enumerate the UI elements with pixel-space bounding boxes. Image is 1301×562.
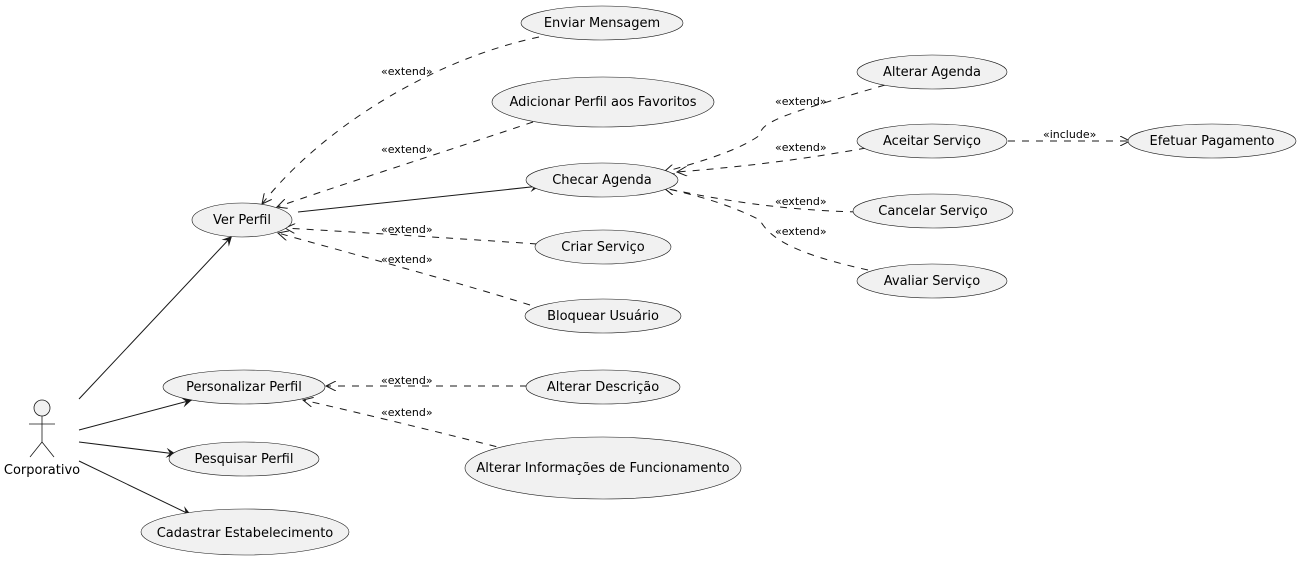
use-case-label: Bloquear Usuário <box>547 309 659 324</box>
label-extend-criar-servico: «extend» <box>381 223 433 236</box>
use-case-label: Personalizar Perfil <box>186 380 302 395</box>
use-case-personalizar-perfil[interactable]: Personalizar Perfil <box>162 369 326 405</box>
assoc-actor-personalizar-perfil <box>78 397 193 431</box>
extend-cancelar-servico <box>664 188 858 213</box>
use-case-label: Alterar Informações de Funcionamento <box>476 461 729 476</box>
assoc-ver-perfil-checar-agenda <box>297 182 541 213</box>
use-case-bloquear-usuario[interactable]: Bloquear Usuário <box>524 298 682 334</box>
extend-adicionar-favoritos <box>277 121 534 207</box>
use-case-efetuar-pagamento[interactable]: Efetuar Pagamento <box>1127 123 1297 159</box>
label-include-efetuar-pagamento: «include» <box>1043 128 1096 141</box>
stereotype-labels: «extend» «extend» «extend» «extend» «ext… <box>381 65 1096 419</box>
label-extend-avaliar-servico: «extend» <box>775 225 827 238</box>
use-case-label: Alterar Agenda <box>883 65 981 80</box>
use-case-label: Cadastrar Estabelecimento <box>157 526 334 541</box>
extend-enviar-mensagem <box>262 36 540 204</box>
extend-bloquear-usuario <box>278 233 531 306</box>
label-extend-adicionar-favoritos: «extend» <box>381 143 433 156</box>
label-extend-alterar-informacoes: «extend» <box>381 406 433 419</box>
use-case-alterar-informacoes[interactable]: Alterar Informações de Funcionamento <box>464 436 742 500</box>
use-case-label: Alterar Descrição <box>547 380 659 395</box>
use-case-avaliar-servico[interactable]: Avaliar Serviço <box>856 263 1008 299</box>
extend-aceitar-servico <box>677 147 867 172</box>
use-case-adicionar-favoritos[interactable]: Adicionar Perfil aos Favoritos <box>491 76 715 128</box>
use-case-cadastrar-estabelecimento[interactable]: Cadastrar Estabelecimento <box>140 508 350 556</box>
assoc-actor-ver-perfil <box>78 235 233 400</box>
use-case-label: Cancelar Serviço <box>878 204 988 219</box>
label-extend-aceitar-servico: «extend» <box>775 141 827 154</box>
assoc-actor-cadastrar-estabelecimento <box>78 460 192 516</box>
actor-leg-right <box>41 441 55 458</box>
use-case-ver-perfil[interactable]: Ver Perfil <box>191 202 293 238</box>
label-extend-cancelar-servico: «extend» <box>775 195 827 208</box>
extend-avaliar-servico <box>664 188 869 271</box>
use-case-checar-agenda[interactable]: Checar Agenda <box>525 162 679 198</box>
use-case-label: Adicionar Perfil aos Favoritos <box>509 95 696 110</box>
use-case-label: Efetuar Pagamento <box>1150 134 1275 149</box>
label-extend-enviar-mensagem: «extend» <box>381 65 433 78</box>
use-case-label: Checar Agenda <box>552 173 652 188</box>
actor-corporativo[interactable]: Corporativo <box>4 399 80 478</box>
actor-name: Corporativo <box>4 463 80 478</box>
extend-alterar-informacoes <box>303 400 511 451</box>
use-case-label: Criar Serviço <box>561 240 645 255</box>
label-extend-alterar-descricao: «extend» <box>381 374 433 387</box>
relationships <box>78 36 1130 516</box>
use-case-alterar-descricao[interactable]: Alterar Descrição <box>525 369 681 405</box>
use-case-label: Enviar Mensagem <box>544 16 660 31</box>
use-case-pesquisar-perfil[interactable]: Pesquisar Perfil <box>168 441 320 477</box>
extend-criar-servico <box>285 228 538 245</box>
use-case-aceitar-servico[interactable]: Aceitar Serviço <box>856 123 1008 159</box>
use-case-label: Pesquisar Perfil <box>195 452 294 467</box>
actor-leg-left <box>29 441 43 458</box>
use-case-label: Aceitar Serviço <box>883 134 981 149</box>
use-case-criar-servico[interactable]: Criar Serviço <box>534 229 672 265</box>
use-case-label: Avaliar Serviço <box>884 274 981 289</box>
use-case-cancelar-servico[interactable]: Cancelar Serviço <box>852 193 1014 229</box>
assoc-actor-pesquisar-perfil <box>78 441 177 458</box>
use-case-label: Ver Perfil <box>213 213 271 228</box>
label-extend-alterar-agenda: «extend» <box>775 95 827 108</box>
label-extend-bloquear-usuario: «extend» <box>381 253 433 266</box>
actor-head-icon <box>33 399 51 417</box>
use-case-enviar-mensagem[interactable]: Enviar Mensagem <box>520 5 684 41</box>
use-case-alterar-agenda[interactable]: Alterar Agenda <box>856 54 1008 90</box>
